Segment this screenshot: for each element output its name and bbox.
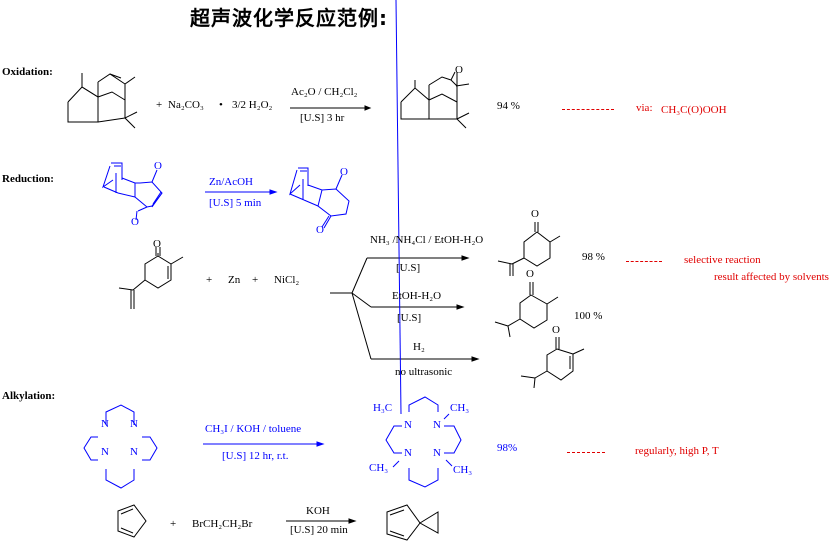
reduction-quinone-oxygen-top: O	[154, 160, 162, 172]
reduction-branch-1-condition-top: NH₃ /NH₄Cl / EtOH-H₂O	[370, 234, 484, 246]
oxidation-yield: 94 %	[497, 100, 520, 112]
alkylation-1-yield: 98%	[497, 442, 518, 454]
oxidation-plus: +	[156, 99, 163, 111]
oxidation-reagent-peroxide: 3/2 H₂O₂	[232, 99, 273, 111]
reduction-product-3-structure	[520, 337, 585, 389]
alkylation-product-structure	[385, 0, 462, 488]
oxidation-arrow	[290, 105, 372, 111]
reduction-diketone-structure	[289, 167, 350, 229]
oxidation-dot: •	[219, 99, 223, 111]
reduction-1-condition-bottom: [U.S] 5 min	[209, 197, 262, 209]
oxidation-note-via: via:	[636, 102, 653, 114]
reduction-product-2-structure	[494, 282, 559, 338]
reduction-product-2-oxygen: O	[526, 268, 534, 280]
reduction-note-line-2: result affected by solvents	[714, 271, 829, 283]
oxidation-note-species: CH₃C(O)OOH	[661, 104, 727, 116]
reduction-note-line-1: selective reaction	[684, 254, 761, 266]
cyclen-n-4: N	[130, 446, 138, 458]
reduction-quinone-structure	[102, 162, 163, 221]
cyclen-n-2: N	[130, 418, 138, 430]
reduction-carvone-structure	[118, 247, 184, 309]
reduction-plus-1: +	[206, 274, 213, 286]
alkylation-cyclen-structure	[83, 404, 158, 489]
reduction-branch-3-condition-top: H₂	[413, 341, 425, 353]
reduction-product-3-oxygen: O	[552, 324, 560, 336]
reduction-product-1-structure	[497, 222, 561, 276]
reduction-1-condition-top: Zn/AcOH	[209, 176, 253, 188]
reduction-nicl2: NiCl₂	[274, 274, 300, 286]
reduction-branch-3-condition-bottom: no ultrasonic	[395, 366, 453, 378]
oxidation-condition-bottom: [U.S] 3 hr	[300, 112, 345, 124]
alkylation-2-plus: +	[170, 518, 177, 530]
section-label-alkylation: Alkylation:	[2, 390, 56, 402]
reduction-product-1-oxygen: O	[531, 208, 539, 220]
alkylation-2-condition-top: KOH	[306, 505, 330, 517]
product-methyl-ch3-bottom-left: CH₃	[369, 462, 389, 474]
alkylation-2-condition-bottom: [U.S] 20 min	[290, 524, 348, 536]
alkylation-dashed-line	[567, 452, 605, 453]
reduction-branch-2-yield: 100 %	[574, 310, 603, 322]
reduction-branch-1-condition-bottom: [U.S]	[396, 262, 421, 274]
alkylation-2-reagent: BrCH₂CH₂Br	[192, 518, 253, 530]
product-n-2: N	[433, 419, 441, 431]
cyclen-n-3: N	[101, 446, 109, 458]
product-methyl-ch3-top: CH₃	[450, 402, 470, 414]
product-n-4: N	[433, 447, 441, 459]
alkylation-note: regularly, high P, T	[635, 445, 719, 457]
reduction-quinone-oxygen-bottom: O	[131, 216, 139, 228]
reduction-carvone-oxygen: O	[153, 238, 161, 250]
spiroheptadiene-structure	[386, 504, 439, 541]
reduction-branch-2-condition-bottom: [U.S]	[397, 312, 422, 324]
product-n-1: N	[404, 419, 412, 431]
alkylation-1-condition-top: CH₃I / KOH / toluene	[205, 423, 302, 435]
product-methyl-h3c: H₃C	[373, 402, 393, 414]
cyclopentadiene-structure	[117, 504, 147, 538]
oxidation-condition-top: Ac₂O / CH₂Cl₂	[291, 86, 358, 98]
reduction-arrow-1	[205, 189, 278, 195]
reduction-plus-2: +	[252, 274, 259, 286]
product-methyl-ch3-bottom-right: CH₃	[453, 464, 473, 476]
reduction-diketone-oxygen-bottom: O	[316, 224, 324, 236]
product-n-3: N	[404, 447, 412, 459]
reduction-branch-1-yield: 98 %	[582, 251, 605, 263]
reduction-branch-arrows	[330, 255, 480, 362]
reduction-branch-2-condition-top: EtOH-H₂O	[392, 290, 442, 302]
cyclen-n-1: N	[101, 418, 109, 430]
alkylation-arrow-2	[286, 518, 357, 524]
oxidation-reagent-salt: Na₂CO₃	[168, 99, 204, 111]
reduction-diketone-oxygen-top: O	[340, 166, 348, 178]
page-title: 超声波化学反应范例:	[190, 6, 388, 30]
reduction-dashed-line	[626, 261, 662, 262]
oxidation-dashed-line	[562, 109, 614, 110]
oxidation-reactant-structure	[67, 73, 138, 129]
oxidation-epoxide-oxygen: O	[455, 64, 463, 76]
reduction-zn: Zn	[228, 274, 241, 286]
section-label-oxidation: Oxidation:	[2, 66, 53, 78]
alkylation-arrow-1	[203, 441, 325, 447]
section-label-reduction: Reduction:	[2, 173, 54, 185]
oxidation-product-structure	[400, 71, 470, 129]
alkylation-1-condition-bottom: [U.S] 12 hr, r.t.	[222, 450, 289, 462]
